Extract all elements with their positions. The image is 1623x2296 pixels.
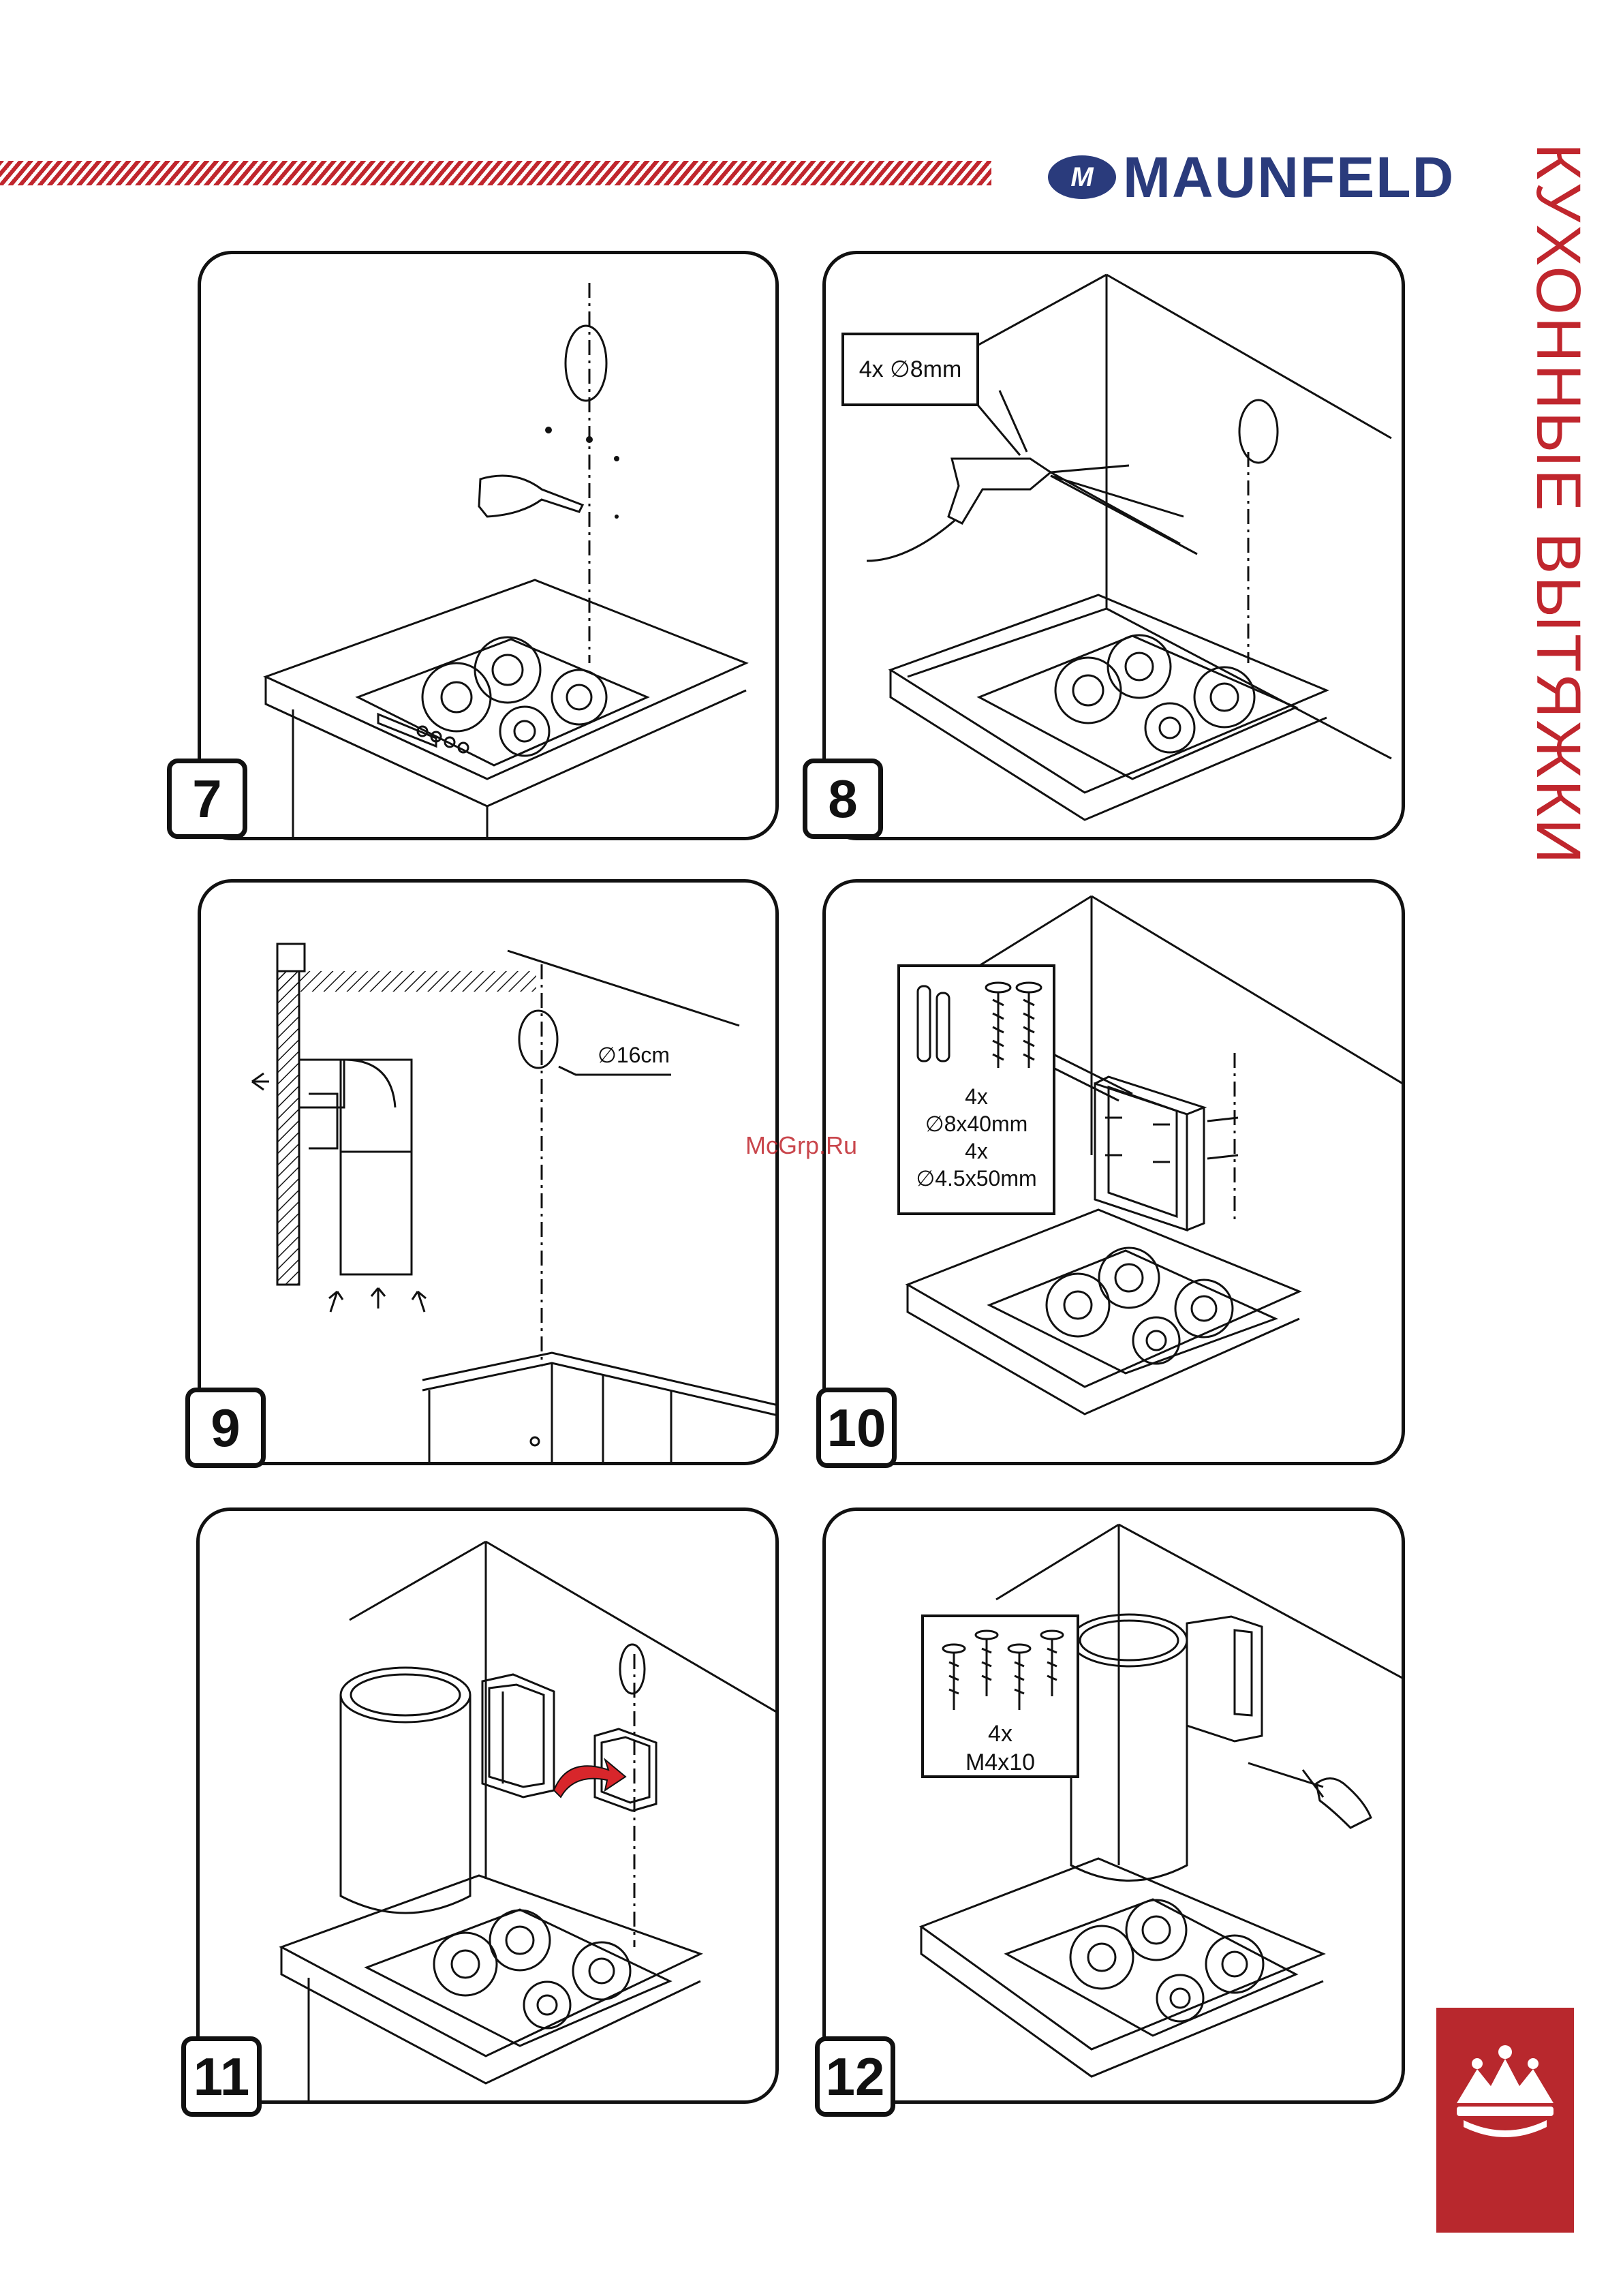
screw-count: 4x <box>924 1719 1077 1748</box>
brand-name: MAUNFELD <box>1123 144 1455 211</box>
step-number-12: 12 <box>815 2036 895 2117</box>
crown-logo-box <box>1436 2008 1574 2233</box>
hardware-callout: 4x ∅8x40mm 4x ∅4.5x50mm <box>897 964 1055 1215</box>
drill-size-callout: 4x ∅8mm <box>841 333 979 406</box>
illustration-fix-screws <box>826 1511 1405 2104</box>
screw-size: ∅4.5x50mm <box>900 1165 1053 1192</box>
watermark: McGrp.Ru <box>745 1131 857 1160</box>
step-number-11: 11 <box>181 2036 262 2117</box>
panel-step-12: 4x M4x10 <box>822 1507 1405 2104</box>
decorative-stripe <box>0 161 991 185</box>
illustration-duct-setup <box>201 883 779 1465</box>
dowel-size: ∅8x40mm <box>900 1110 1053 1137</box>
screw-set-icon <box>928 1621 1078 1717</box>
brand-mark-icon: M <box>1048 155 1116 199</box>
step-number-10: 10 <box>816 1388 897 1468</box>
screw-callout: 4x M4x10 <box>921 1614 1079 1778</box>
illustration-mark-wall <box>201 254 779 840</box>
dowel-screw-icon <box>903 973 1053 1082</box>
duct-diameter-label: ∅16cm <box>583 1041 685 1069</box>
screw-count: 4x <box>900 1137 1053 1165</box>
panel-step-7 <box>198 251 779 840</box>
step-number-8: 8 <box>803 759 883 839</box>
dowel-count: 4x <box>900 1083 1053 1110</box>
side-title: КУХОННЫЕ ВЫТЯЖКИ <box>1514 143 1596 620</box>
illustration-hang-hood <box>200 1511 779 2104</box>
panel-step-11 <box>196 1507 779 2104</box>
brand-logo: M MAUNFELD <box>1048 147 1455 208</box>
crown-icon <box>1436 2021 1574 2158</box>
screw-size: M4x10 <box>924 1748 1077 1777</box>
step-number-7: 7 <box>167 759 247 839</box>
panel-step-9: ∅16cm <box>198 879 779 1465</box>
step-number-9: 9 <box>185 1388 266 1468</box>
panel-step-10: 4x ∅8x40mm 4x ∅4.5x50mm <box>822 879 1405 1465</box>
panel-step-8: 4x ∅8mm <box>822 251 1405 840</box>
